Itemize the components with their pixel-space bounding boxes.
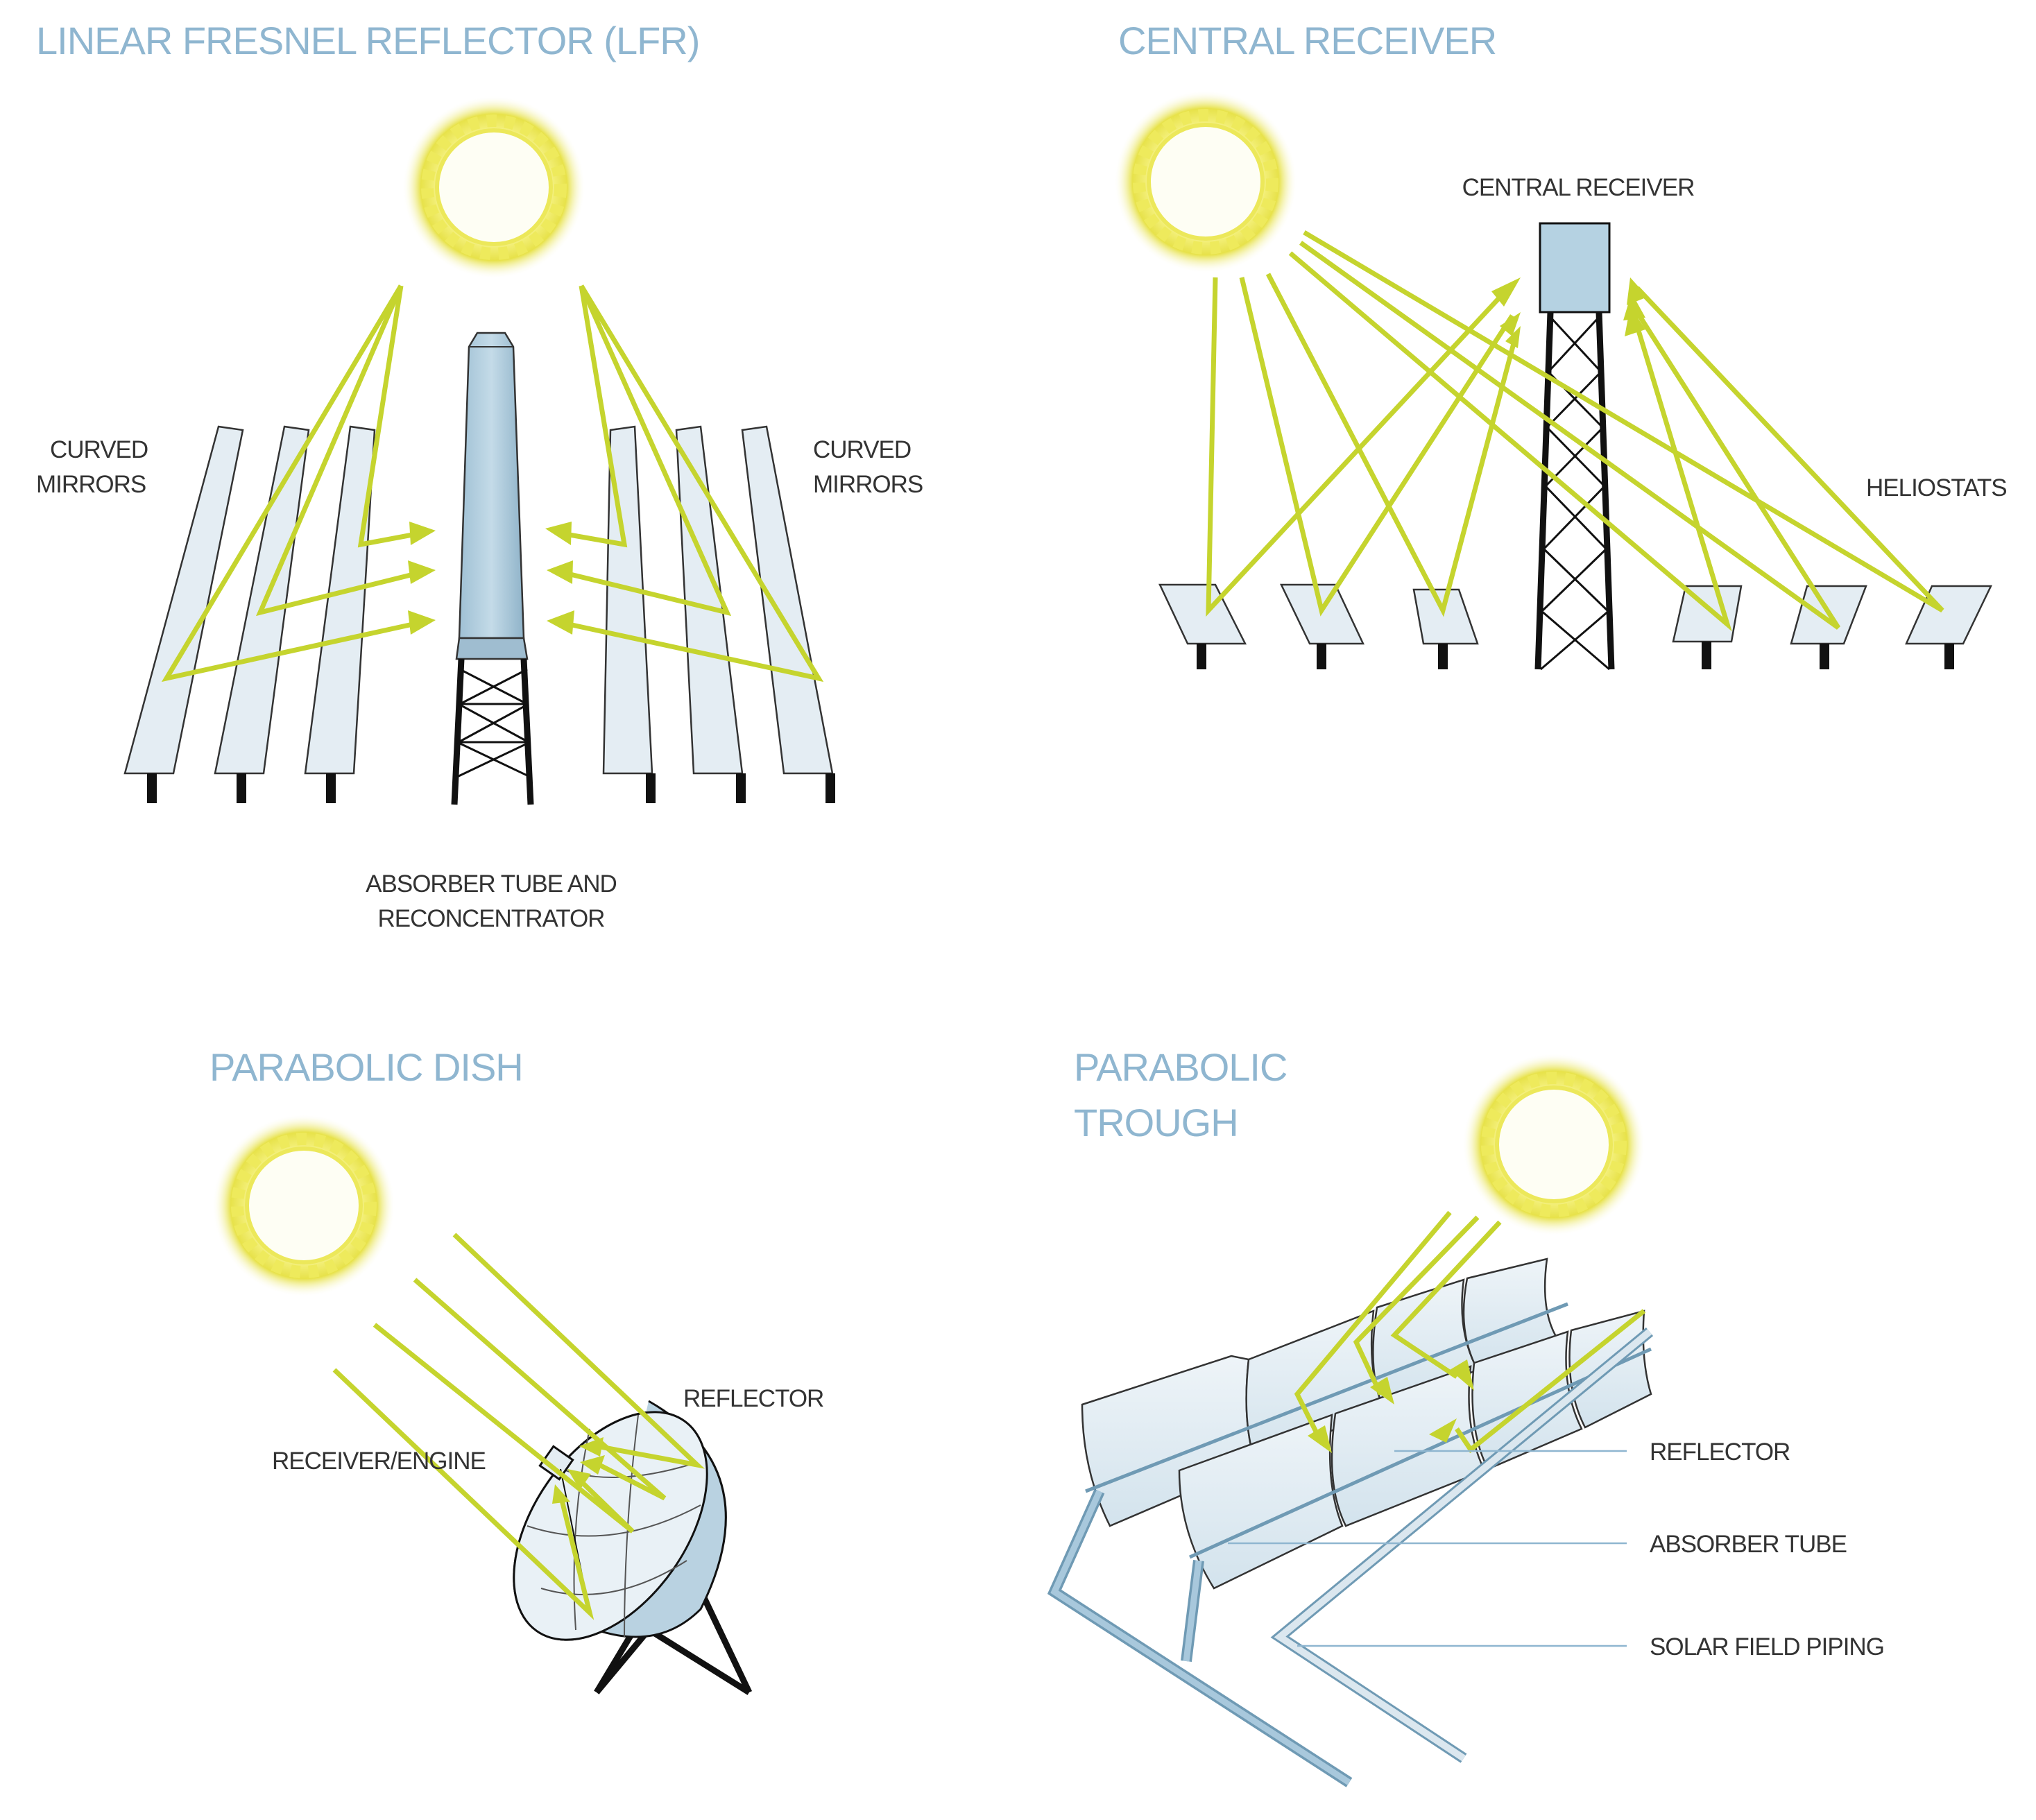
lfr-right-mirrors xyxy=(602,425,835,803)
dish xyxy=(513,1400,727,1641)
central-tower xyxy=(1534,222,1615,671)
central-rays xyxy=(1206,230,1944,632)
lfr-left-mirrors xyxy=(123,425,376,803)
sun-icon xyxy=(212,1114,395,1297)
central-receiver-label: CENTRAL RECEIVER xyxy=(1462,174,1695,201)
heliostat xyxy=(1672,585,1743,643)
mirror xyxy=(675,425,744,775)
receiver-engine-icon xyxy=(538,1445,574,1481)
dish-reflector-label: REFLECTOR xyxy=(683,1385,823,1412)
trough-title-line-1: PARABOLIC xyxy=(1074,1045,1287,1089)
solar-field-piping xyxy=(1047,1327,1654,1787)
trough-piping-label: SOLAR FIELD PIPING xyxy=(1650,1633,1884,1660)
trough-absorber-label: ABSORBER TUBE xyxy=(1650,1531,1847,1558)
lfr-right-label-1: CURVED xyxy=(813,436,911,463)
trough-panel: PARABOLIC TROUGH xyxy=(1047,1045,1885,1787)
lfr-bottom-label-1: ABSORBER TUBE AND xyxy=(366,870,617,898)
heliostat xyxy=(1158,583,1247,645)
mirror xyxy=(123,425,244,775)
mirror xyxy=(214,425,310,775)
trough-title-line-2: TROUGH xyxy=(1074,1101,1238,1144)
central-title: CENTRAL RECEIVER xyxy=(1118,19,1496,62)
dish-receiver-label: RECEIVER/ENGINE xyxy=(272,1448,486,1475)
lfr-absorber-tower xyxy=(451,332,534,805)
lfr-rays-left xyxy=(161,284,436,682)
absorber-tubes xyxy=(1085,1302,1652,1559)
sun-icon xyxy=(402,96,585,279)
lfr-right-label-2: MIRRORS xyxy=(813,471,923,498)
heliostat xyxy=(1280,583,1365,645)
trough xyxy=(1471,1330,1583,1470)
trough-rays xyxy=(1294,1210,1646,1454)
heliostat xyxy=(1412,588,1479,645)
mirror xyxy=(304,425,376,775)
lfr-left-label-1: CURVED xyxy=(50,436,148,463)
heliostats xyxy=(1158,583,1992,669)
trough-leaders xyxy=(1228,1450,1627,1647)
trough-reflector-label: REFLECTOR xyxy=(1650,1439,1790,1466)
dish-rays xyxy=(332,1233,705,1620)
lfr-bottom-label-2: RECONCENTRATOR xyxy=(378,905,605,932)
heliostats-label: HELIOSTATS xyxy=(1866,474,2007,501)
dish-title: PARABOLIC DISH xyxy=(209,1045,523,1089)
sun-icon xyxy=(1462,1053,1645,1236)
lfr-left-label-2: MIRRORS xyxy=(36,471,146,498)
mirror xyxy=(602,425,653,775)
sun-icon xyxy=(1114,90,1297,273)
lfr-title: LINEAR FRESNEL REFLECTOR (LFR) xyxy=(36,19,699,62)
lfr-panel: LINEAR FRESNEL REFLECTOR (LFR) xyxy=(36,19,923,932)
central-panel: CENTRAL RECEIVER CENTRAL RECEIVER xyxy=(1114,19,2008,671)
dish-panel: PARABOLIC DISH xyxy=(209,1045,824,1695)
lfr-rays-right xyxy=(545,284,824,682)
